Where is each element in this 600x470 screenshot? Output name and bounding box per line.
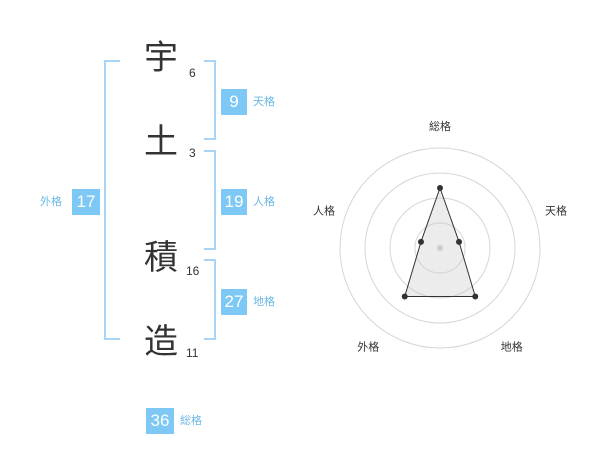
name-char-4: 造 [144,322,178,362]
gaikaku-value-badge: 17 [72,189,100,215]
jinkaku-label: 人格 [253,195,275,208]
radar-point-2 [456,238,463,245]
chikaku-value-badge: 27 [221,289,247,315]
radar-axis-label-1: 総格 [429,119,451,133]
name-char-1: 宇 [144,38,178,78]
gaikaku-label: 外格 [40,195,62,208]
radar-point-1 [437,185,443,191]
radar-grid-ring-2 [389,197,491,299]
radar-grid-ring-3 [364,172,516,324]
radar-axis-label-3: 地格 [501,340,523,354]
stroke-count-4: 11 [186,346,199,360]
stroke-count-2: 3 [189,146,196,160]
radar-axis-label-4: 外格 [357,340,379,354]
jinkaku-value-badge: 19 [221,189,247,215]
radar-point-5 [417,238,424,245]
stroke-count-3: 16 [186,264,200,278]
name-char-3: 積 [144,238,178,278]
stroke-count-1: 6 [189,66,196,80]
soukaku-label: 総格 [180,414,202,427]
radar-grid-ring-1 [414,222,466,274]
radar-grid-ring-4 [339,147,541,349]
tenkaku-label: 天格 [253,95,275,108]
chikaku-label: 地格 [253,295,275,308]
radar-axis-label-2: 天格 [545,203,567,217]
soukaku-value-badge: 36 [146,408,174,434]
radar-point-4 [401,293,408,300]
radar-point-3 [472,293,479,300]
radar-center-point [437,245,443,251]
tenkaku-value-badge: 9 [221,89,247,115]
name-char-2: 土 [144,122,178,162]
radar-data-area [404,186,476,298]
radar-axis-label-5: 人格 [313,203,335,217]
